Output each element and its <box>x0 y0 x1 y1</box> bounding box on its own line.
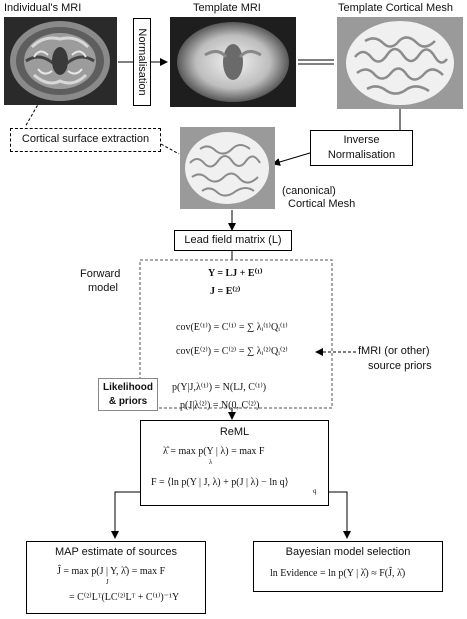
inverse-label-2: Normalisation <box>327 149 396 161</box>
inverse-normalisation-box: Inverse Normalisation <box>310 130 413 166</box>
canonical-label-1: (canonical) <box>282 185 336 197</box>
reml-eq1: λ̂ = max p(Y | λ) = max F <box>163 446 265 457</box>
map-title: MAP estimate of sources <box>54 546 178 558</box>
cortical-extraction-label: Cortical surface extraction <box>21 133 150 145</box>
forward-model-box <box>139 259 333 409</box>
lead-field-label: Lead field matrix (L) <box>184 234 282 246</box>
likelihood-box: Likelihood & priors <box>98 378 158 411</box>
bms-eq: ln Evidence = ln p(Y | λ̂) ≈ F(Ĵ, λ̂) <box>270 568 406 579</box>
likelihood-label-2: & priors <box>108 396 148 407</box>
reml-eq2: F = ⟨ln p(Y | J, λ) + p(J | λ) − ln q⟩ <box>151 477 289 488</box>
eq-lik1: p(Y|J,λ⁽¹⁾) = N(LJ, C⁽¹⁾) <box>172 382 267 393</box>
template-mesh-label: Template Cortical Mesh <box>338 2 453 14</box>
arrow-reml-map <box>111 491 140 539</box>
lead-field-box: Lead field matrix (L) <box>174 230 292 251</box>
map-box: MAP estimate of sources Ĵ = max p(J | Y,… <box>26 541 206 614</box>
reml-eq2-sub: q <box>313 487 317 495</box>
normalisation-label: Normalisation <box>136 28 148 96</box>
map-eq1-sub: J <box>106 578 109 586</box>
normalisation-box: Normalisation <box>133 18 151 106</box>
template-mri-image <box>170 17 296 107</box>
map-eq1: Ĵ = max p(J | Y, λ̂) = max F <box>57 566 166 577</box>
individual-mri-label: Individual's MRI <box>4 2 82 14</box>
template-mesh-image <box>337 17 463 109</box>
dash-extraction-mesh <box>160 143 180 155</box>
eq-j: J = E⁽²⁾ <box>210 286 241 297</box>
arrow-reml-bms <box>329 491 351 539</box>
cortical-extraction-box: Cortical surface extraction <box>10 128 161 152</box>
forward-label-1: Forward <box>80 268 121 280</box>
reml-box: ReML λ̂ = max p(Y | λ) = max F λ F = ⟨ln… <box>140 420 329 506</box>
inverse-label-1: Inverse <box>343 134 380 146</box>
canonical-label-2: Cortical Mesh <box>288 198 356 210</box>
eq-y: Y = LJ + E⁽¹⁾ <box>208 268 263 279</box>
bms-title: Bayesian model selection <box>285 546 411 558</box>
template-mri-label: Template MRI <box>193 2 261 14</box>
dash-mri-extraction <box>24 100 41 128</box>
canonical-mesh-image <box>180 127 275 209</box>
fmri-label-1: fMRI (or other) <box>358 345 430 357</box>
eq-cov2: cov(E⁽²⁾) = C⁽²⁾ = ∑ λᵢ⁽²⁾Qᵢ⁽²⁾ <box>176 346 288 357</box>
eq-lik2: p(J|λ⁽²⁾) = N(0, C⁽²⁾) <box>180 400 260 411</box>
map-eq2: = C⁽²⁾Lᵀ(LC⁽²⁾Lᵀ + C⁽¹⁾)⁻¹Y <box>69 592 180 603</box>
bms-box: Bayesian model selection ln Evidence = l… <box>253 541 443 592</box>
forward-label-2: model <box>88 282 118 294</box>
reml-eq1-sub: λ <box>209 458 213 466</box>
eq-cov1: cov(E⁽¹⁾) = C⁽¹⁾ = ∑ λᵢ⁽¹⁾Qᵢ⁽¹⁾ <box>176 322 288 333</box>
fmri-label-2: source priors <box>368 360 432 372</box>
individual-mri-image <box>4 17 117 105</box>
reml-title: ReML <box>219 426 250 438</box>
likelihood-label-1: Likelihood <box>103 382 153 393</box>
